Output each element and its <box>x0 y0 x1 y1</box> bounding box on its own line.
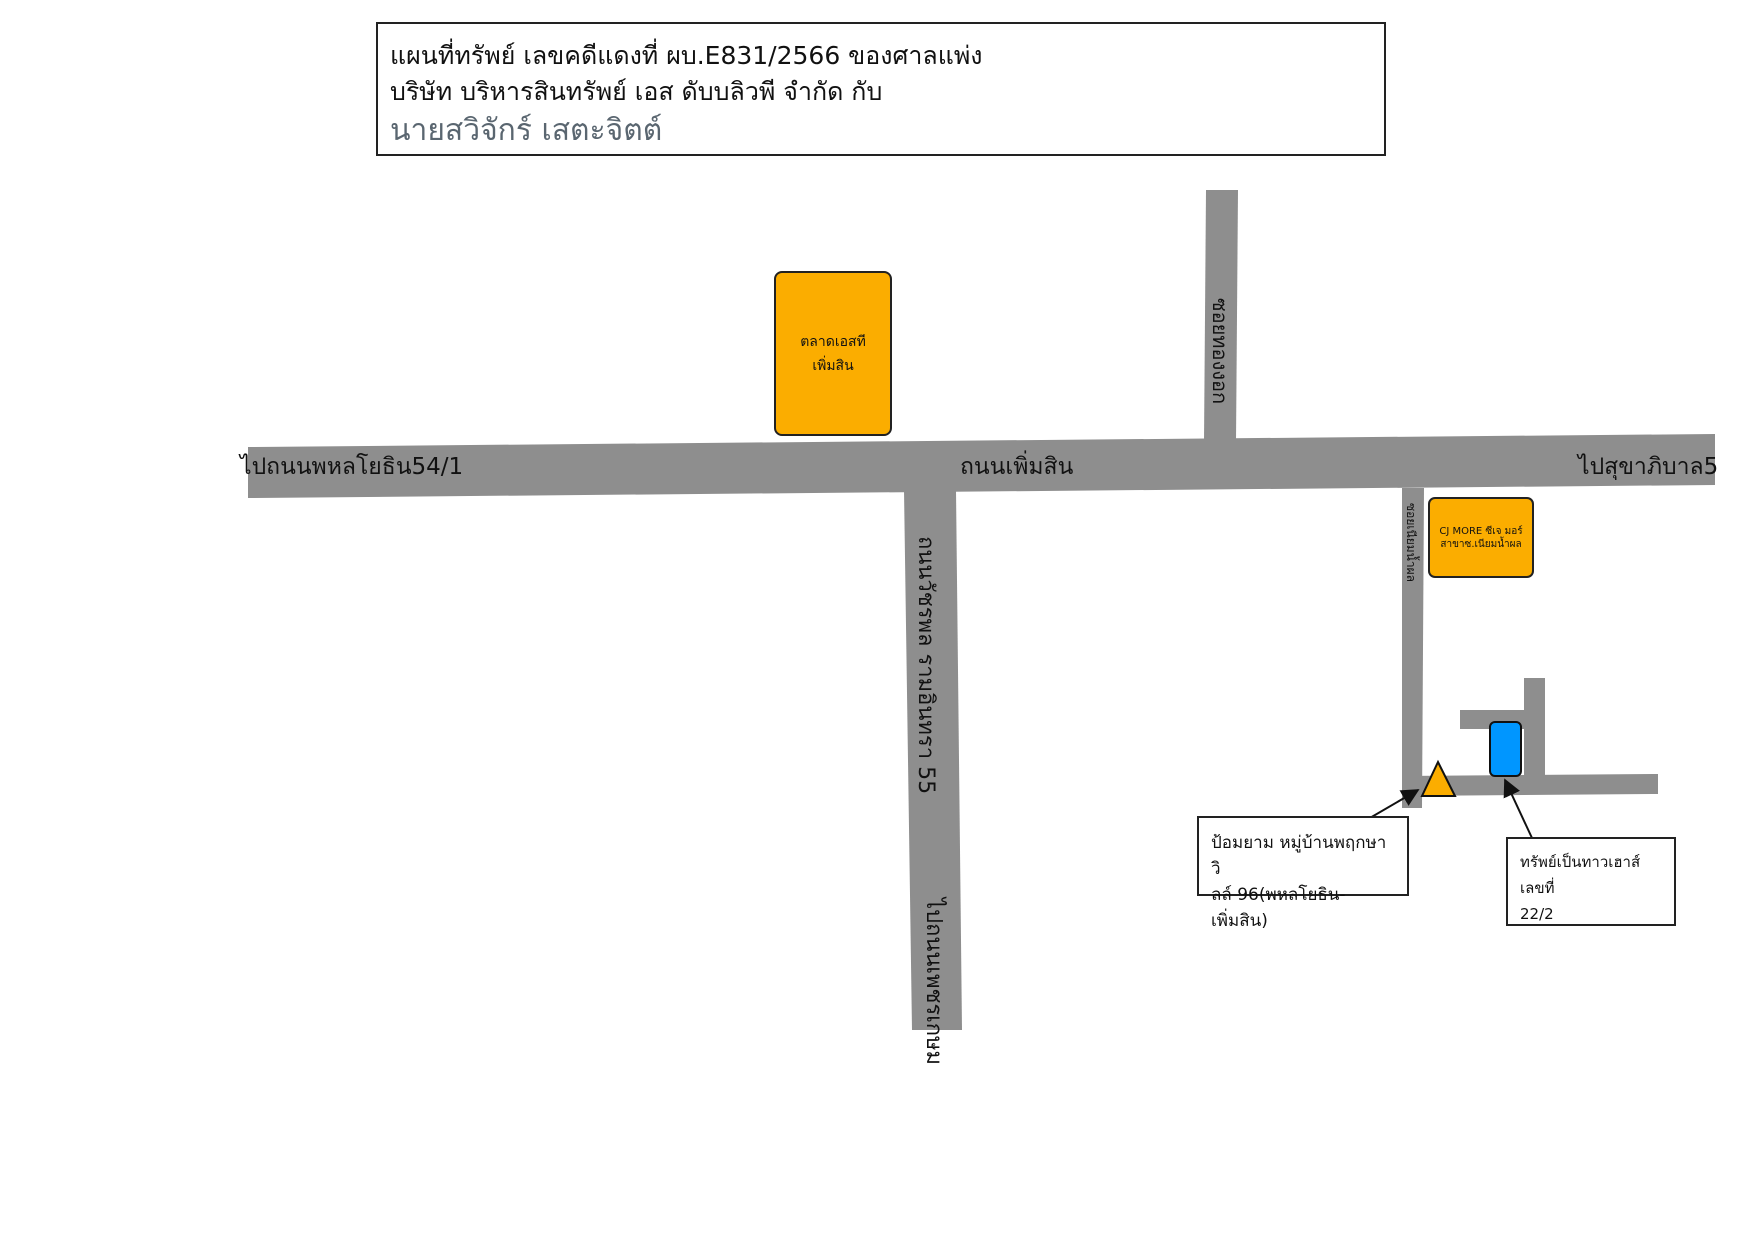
property-arrow <box>1503 778 1533 839</box>
callout-property: ทรัพย์เป็นทาวเฮาส์เลขที่ 22/2 <box>1506 837 1676 926</box>
landmark-cj-more: CJ MORE ซีเจ มอร์ สาขาซ.เนียมน้ำผล <box>1428 497 1534 578</box>
label-phoemsin-road: ถนนเพิ่มสิน <box>960 454 1074 480</box>
callout-guard-post: ป้อมยาม หมู่บ้านพฤกษาวิ ลล์ 96(พหลโยธิน-… <box>1197 816 1409 931</box>
landmark-cj-more-label: CJ MORE ซีเจ มอร์ สาขาซ.เนียมน้ำผล <box>1439 525 1523 550</box>
title-case-number: แผนที่ทรัพย์ เลขคดีแดงที่ ผบ.E831/2566 ข… <box>390 41 983 70</box>
road-branch <box>1402 774 1658 796</box>
label-soi-thongngok: ซอยทองงอก <box>1208 298 1232 405</box>
landmark-st-market-label: ตลาดเอสที เพิ่มสิน <box>800 333 866 374</box>
label-to-sukhaphiban: ไปสุขาภิบาล5 <box>1578 454 1719 480</box>
road-phoemsin <box>248 434 1715 498</box>
label-to-phetkasem: ไปถนนเพชรเกษม <box>921 898 946 1066</box>
road-watcharaphon <box>904 490 962 1030</box>
landmark-st-market: ตลาดเอสที เพิ่มสิน <box>774 271 892 436</box>
title-defendant: นายสวิจักร์ เสตะจิตต์ <box>390 113 663 148</box>
road-soi-thongngok <box>1204 190 1238 442</box>
label-soi-niam: ซอยเนียมน้ำผล <box>1404 503 1418 582</box>
property-marker <box>1489 721 1522 777</box>
title-plaintiff: บริษัท บริหารสินทรัพย์ เอส ดับบลิวพี จำก… <box>390 77 883 106</box>
guard-post-marker <box>1420 759 1457 797</box>
road-soi-niam <box>1402 488 1424 808</box>
title-box: แผนที่ทรัพย์ เลขคดีแดงที่ ผบ.E831/2566 ข… <box>376 22 1386 156</box>
label-to-phahonyothin: ไปถนนพหลโยธิน54/1 <box>240 454 464 480</box>
label-watcharaphon-road: ถนนวัชรพล รามอินทรา 55 <box>913 536 938 795</box>
